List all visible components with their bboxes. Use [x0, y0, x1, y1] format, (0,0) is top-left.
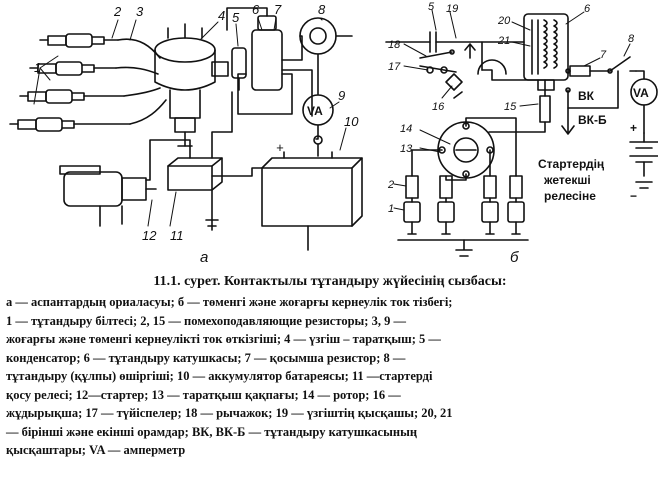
- starter-relay: [167, 157, 223, 191]
- caption-line-6: қосу релесі; 12—стартер; 13 — таратқыш қ…: [6, 387, 401, 402]
- spark-plug-1: [39, 33, 119, 48]
- ammeter-label-a: VA: [307, 104, 323, 118]
- label-a-1: 1: [34, 60, 41, 75]
- label-a-4: 4: [218, 8, 225, 23]
- label-b-7: 7: [600, 49, 607, 61]
- label-b-21: 21: [497, 35, 510, 47]
- spark-plug-4: [9, 117, 131, 132]
- label-a-6: 6: [252, 2, 260, 17]
- distributor-cap: [437, 121, 495, 179]
- starter-note-line-2: жетекші: [543, 173, 591, 187]
- caption-title: 11.1. сурет. Контактылы тұтандыру жүйесі…: [153, 274, 507, 289]
- label-a-5: 5: [232, 10, 240, 25]
- label-a-7: 7: [274, 2, 282, 17]
- label-b-16: 16: [432, 101, 445, 113]
- subfigure-b-label: б: [510, 249, 519, 266]
- distributor: [154, 23, 229, 147]
- label-b-6: 6: [584, 3, 591, 15]
- subfigure-a-label: а: [200, 249, 208, 266]
- figure-caption: 11.1. сурет. Контактылы тұтандыру жүйесі…: [6, 272, 654, 460]
- label-a-3: 3: [136, 4, 144, 19]
- ammeter-label-b: VA: [633, 86, 649, 100]
- spark-plugs-b: [403, 197, 525, 235]
- switch-vk-label: ВК: [578, 89, 595, 103]
- label-a-2: 2: [113, 4, 122, 19]
- starter-note-line-3: релесіне: [544, 189, 596, 203]
- label-a-8: 8: [318, 2, 326, 17]
- label-a-12: 12: [142, 228, 157, 243]
- battery-b: [629, 132, 658, 189]
- label-b-13: 13: [400, 143, 413, 155]
- label-b-5: 5: [428, 1, 435, 13]
- label-b-8: 8: [628, 33, 635, 45]
- ignition-switch: [299, 17, 353, 55]
- label-b-1: 1: [388, 203, 394, 215]
- caption-line-2: 1 — тұтандыру білтесі; 2, 15 — помехопод…: [6, 313, 406, 328]
- caption-line-1: а — аспантардың ориаласуы; б — төменгі ж…: [6, 295, 453, 309]
- label-b-14: 14: [400, 123, 412, 135]
- starter-note-line-1: Стартердің: [538, 157, 605, 171]
- label-a-10: 10: [344, 114, 359, 129]
- caption-line-3: жоғарғы және төменгі кернеулікті ток өтк…: [6, 332, 441, 346]
- label-b-15: 15: [504, 101, 517, 113]
- battery-plus-a: +: [276, 140, 284, 155]
- battery-plus-b: +: [630, 121, 637, 135]
- battery: [261, 151, 363, 227]
- spark-plug-3: [19, 89, 125, 104]
- starter: [59, 165, 157, 207]
- label-b-17: 17: [388, 61, 401, 73]
- caption-line-8: — бірінші және екінші орамдар; ВК, ВК-Б …: [6, 424, 418, 439]
- label-b-18: 18: [388, 39, 401, 51]
- spark-plug-2: [29, 61, 117, 76]
- breaker-contacts: [419, 49, 463, 99]
- ignition-system-diagram: 1 2 3 4 5 6 7 8 9 10 11 12 + VA а 1 2 13…: [9, 1, 658, 266]
- label-a-11: 11: [170, 228, 184, 243]
- battery-minus-b: −: [630, 189, 637, 203]
- coil-b: [523, 13, 569, 91]
- caption-line-7: жұдырықша; 17 — түйіспелер; 18 — рычажок…: [6, 406, 453, 420]
- capacitor: [231, 47, 247, 91]
- switch-vkb-label: ВК-Б: [578, 113, 607, 127]
- label-b-2: 2: [387, 179, 394, 191]
- label-b-20: 20: [497, 15, 511, 27]
- caption-line-4: конденсатор; 6 — тұтандыру катушкасы; 7 …: [6, 350, 406, 365]
- caption-line-9: қысқаштары; VA — амперметр: [6, 443, 186, 457]
- label-b-19: 19: [446, 3, 458, 15]
- label-a-9: 9: [338, 88, 345, 103]
- caption-line-5: тұтандыру (құлпы) өшіргіші; 10 — аккумул…: [6, 369, 433, 383]
